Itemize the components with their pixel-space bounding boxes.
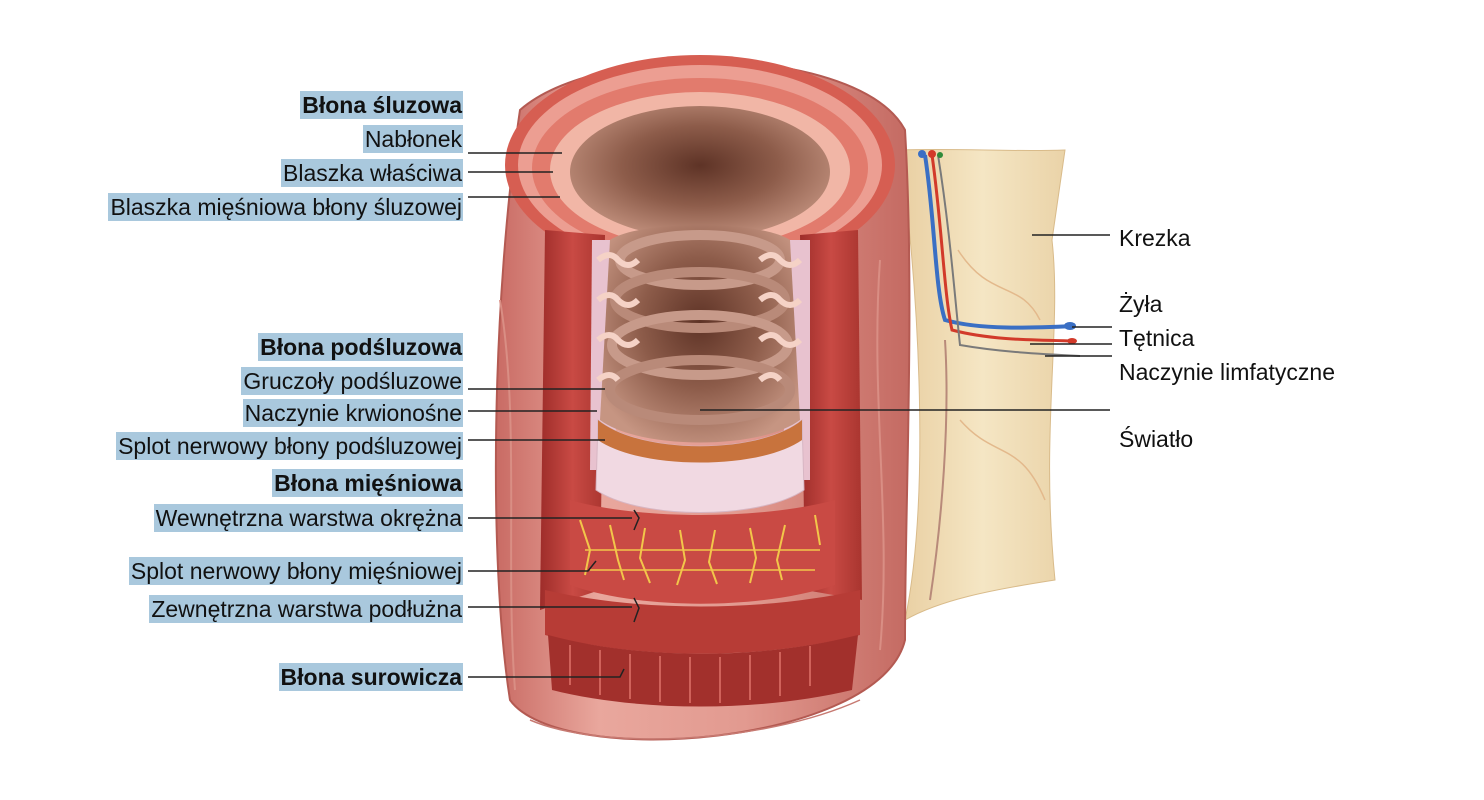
label-vein: Żyła (1119, 291, 1163, 317)
label-blood-vessel: Naczynie krwionośne (242, 399, 463, 427)
submucosa-band (595, 418, 805, 513)
label-epithelium: Nabłonek (362, 125, 463, 153)
label-muscularis-mucosae: Blaszka mięśniowa błony śluzowej (108, 193, 463, 221)
label-outer-longitudinal-layer: Zewnętrzna warstwa podłużna (149, 595, 463, 623)
inner-circular-muscle (570, 500, 835, 604)
label-artery: Tętnica (1119, 325, 1195, 351)
label-submucosal-glands: Gruczoły podśluzowe (241, 367, 463, 395)
outer-longitudinal-muscle (545, 590, 860, 707)
mucosa-ring (505, 55, 895, 275)
label-lamina-propria: Blaszka właściwa (281, 159, 463, 187)
label-serosa-header: Błona surowicza (278, 663, 463, 691)
mesentery-shape (899, 148, 1066, 621)
label-myenteric-plexus: Splot nerwowy błony mięśniowej (128, 557, 463, 585)
label-inner-circular-layer: Wewnętrzna warstwa okrężna (153, 504, 463, 532)
label-lumen: Światło (1119, 426, 1194, 452)
label-muscularis-header: Błona mięśniowa (272, 469, 463, 497)
mesentery-vessels (918, 150, 1081, 601)
label-submucosal-plexus: Splot nerwowy błony podśluzowej (116, 432, 463, 460)
label-submucosa-header: Błona podśluzowa (258, 333, 463, 361)
lumen-folds (596, 225, 803, 443)
label-mesentery: Krezka (1119, 225, 1191, 251)
label-mucosa-header: Błona śluzowa (300, 91, 463, 119)
label-lymphatic-vessel: Naczynie limfatyczne (1119, 359, 1336, 385)
